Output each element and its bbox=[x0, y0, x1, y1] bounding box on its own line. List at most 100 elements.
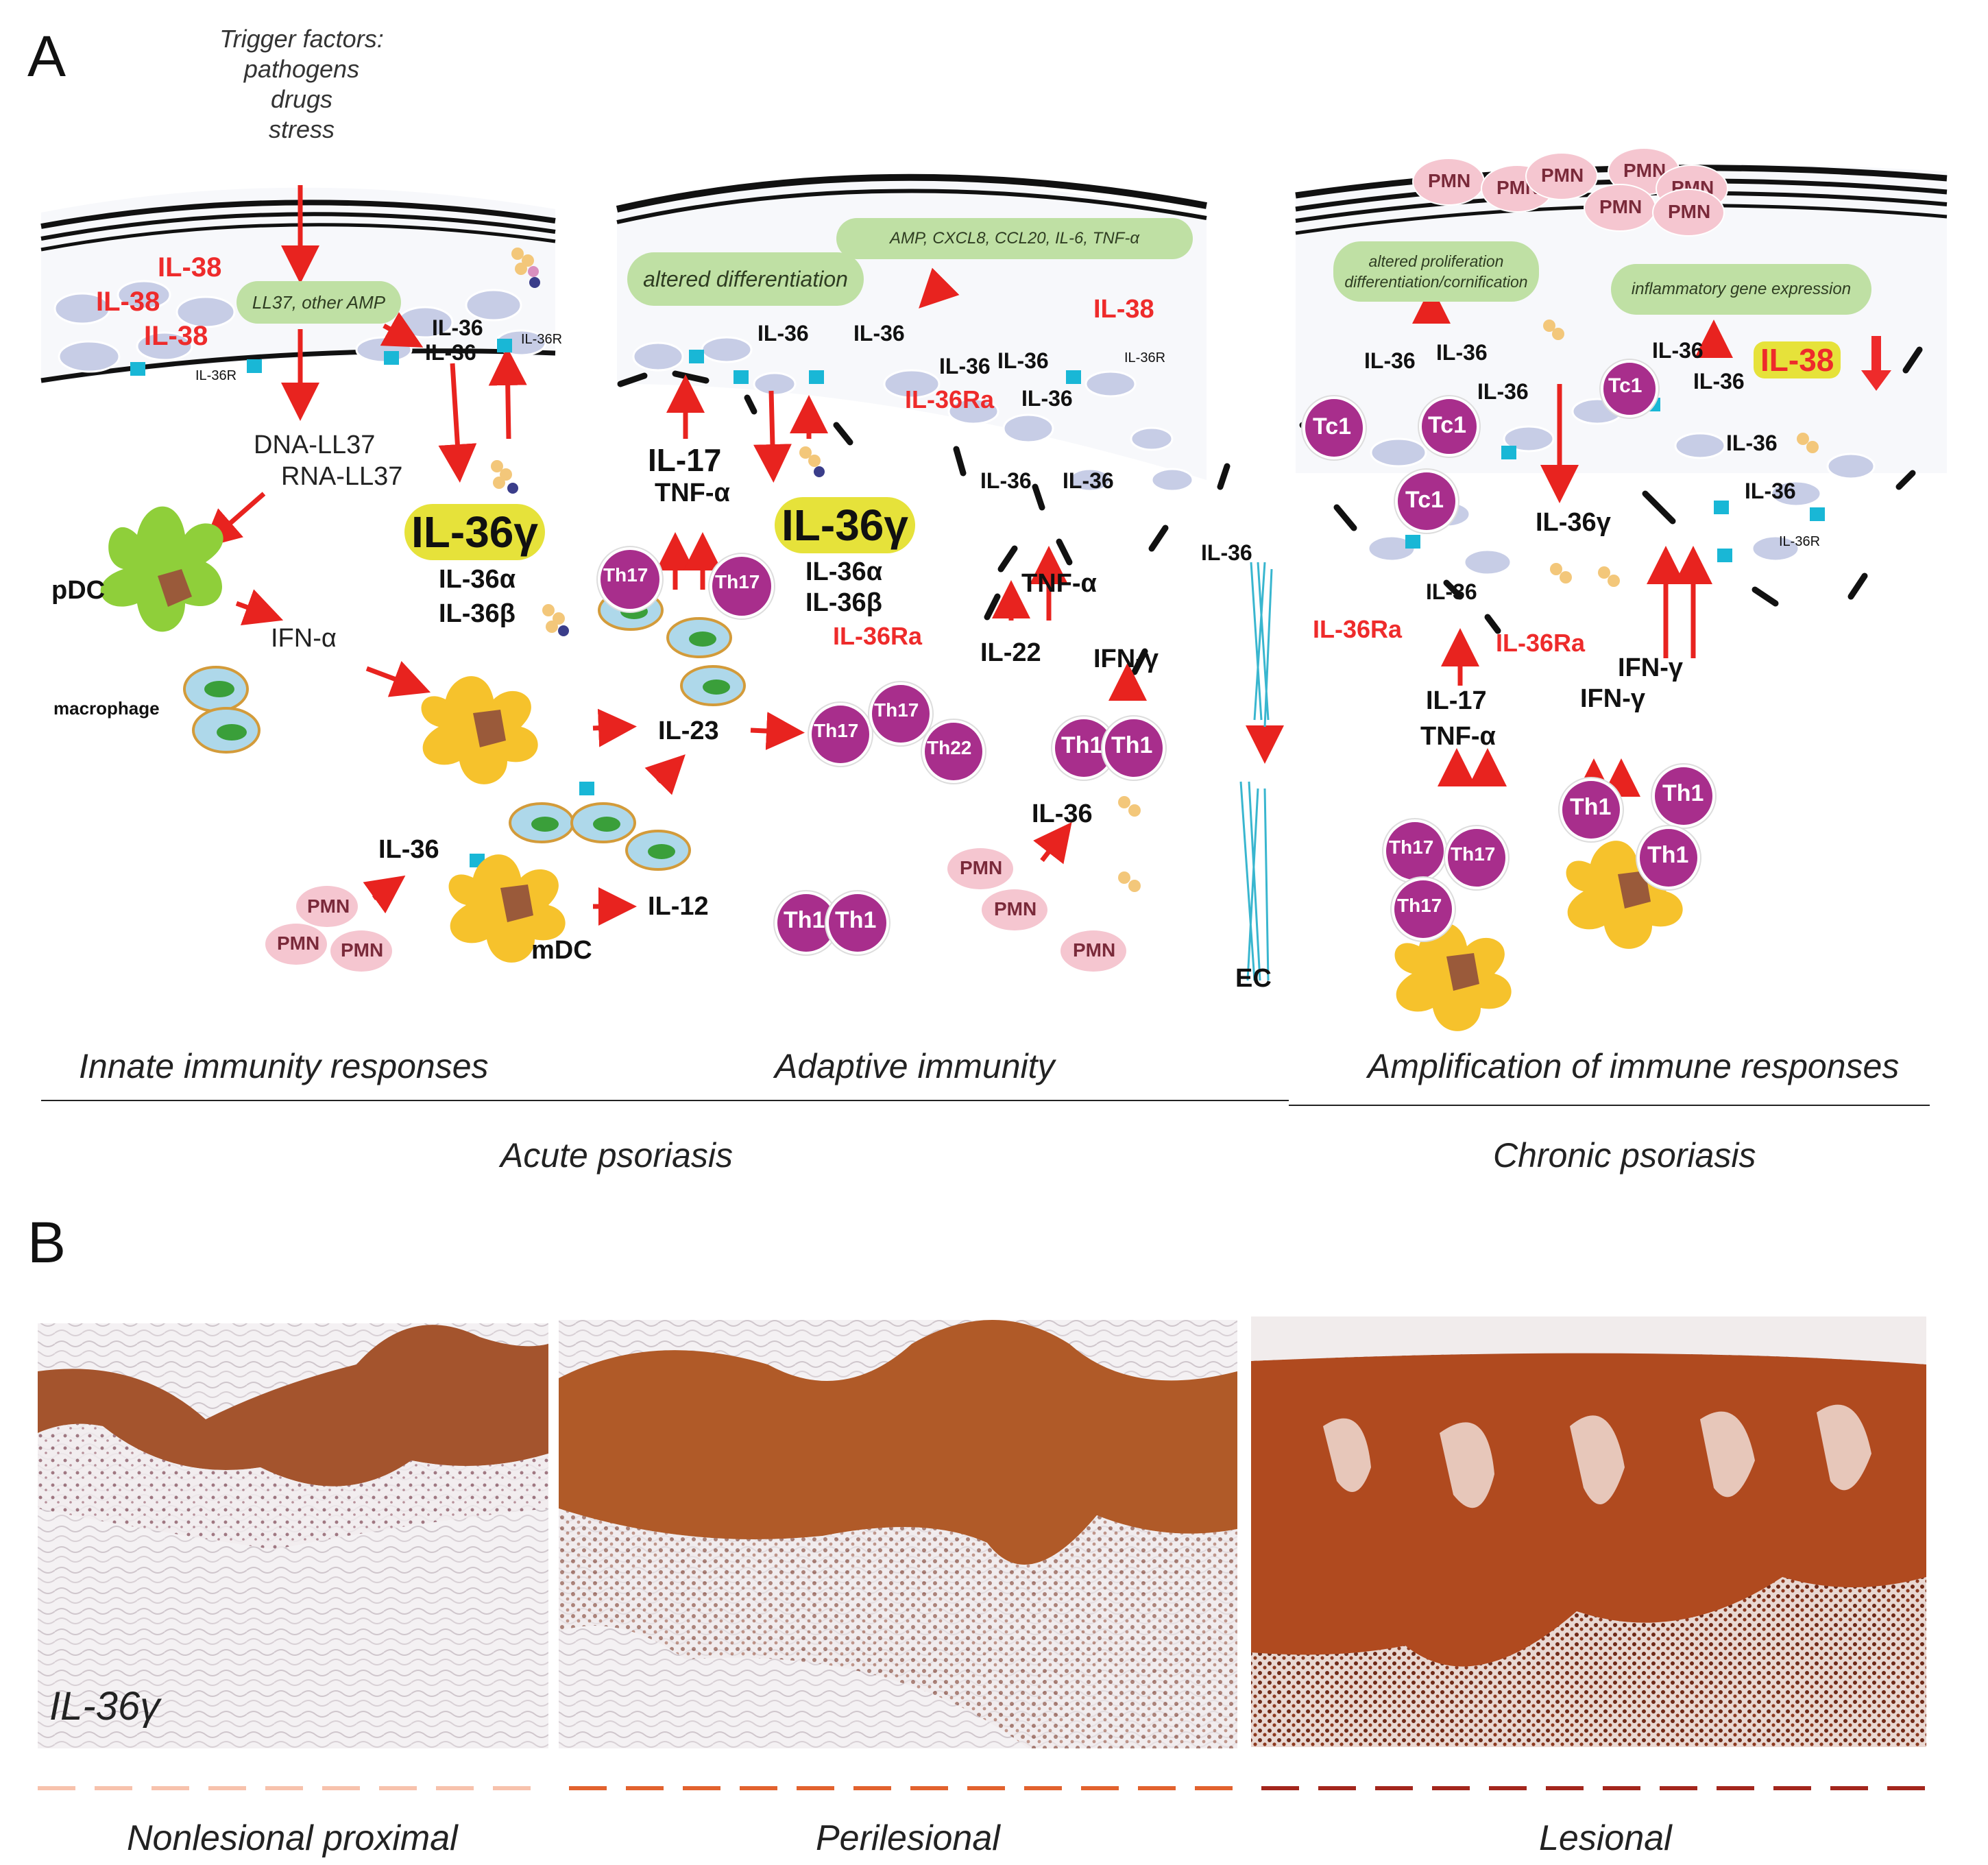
adaptive-il17: IL-17 bbox=[648, 442, 722, 478]
th17-label: Th17 bbox=[814, 720, 859, 741]
pmn-label: PMN bbox=[1623, 160, 1666, 181]
adaptive-il36-1: IL-36 bbox=[757, 321, 809, 346]
sample-perilesional-label: Perilesional bbox=[816, 1818, 1000, 1858]
adaptive-il36-5: IL-36 bbox=[1021, 386, 1073, 411]
mdc-label: mDC bbox=[531, 936, 592, 965]
micrograph-lesional bbox=[1251, 1316, 1926, 1747]
th1-label: Th1 bbox=[1570, 794, 1612, 820]
panel-a-letter: A bbox=[27, 24, 66, 88]
innate-il36-alpha: IL-36α bbox=[439, 565, 516, 594]
amp-cytokines-bubble: AMP, CXCL8, CCL20, IL-6, TNF-α bbox=[836, 218, 1193, 259]
tc1-cell bbox=[1419, 396, 1479, 457]
ec-label: EC bbox=[1235, 964, 1272, 993]
th17-cell bbox=[1445, 826, 1508, 889]
innate-il36-gamma: IL-36γ bbox=[404, 504, 545, 560]
th22-cell bbox=[922, 720, 985, 783]
innate-il36-b: IL-36 bbox=[425, 340, 476, 365]
trigger-factors: Trigger factors: pathogens drugs stress bbox=[219, 24, 384, 145]
adaptive-il36-gamma: IL-36γ bbox=[775, 497, 915, 553]
chronic-il36: IL-36 bbox=[1726, 431, 1778, 455]
micrograph-nonlesional bbox=[38, 1323, 548, 1748]
adaptive-il36ra-1: IL-36Ra bbox=[905, 385, 995, 413]
altered-differentiation-bubble: altered differentiation bbox=[627, 252, 864, 306]
stage-adaptive-label: Adaptive immunity bbox=[775, 1047, 1055, 1085]
adaptive-il36-2: IL-36 bbox=[853, 321, 905, 346]
stain-label: IL-36γ bbox=[49, 1684, 160, 1729]
il38-down-arrow-shaft bbox=[1871, 336, 1881, 370]
pmn-label: PMN bbox=[1668, 201, 1711, 222]
adaptive-il36ra-2: IL-36Ra bbox=[833, 622, 923, 650]
th17-label: Th17 bbox=[715, 571, 760, 592]
th17-cell bbox=[1392, 878, 1455, 941]
innate-il36r-b: IL-36R bbox=[195, 368, 237, 383]
adaptive-il36-7: IL-36 bbox=[1063, 468, 1114, 493]
il38-down-arrow-icon bbox=[1861, 370, 1891, 391]
endothelial-cell bbox=[1239, 562, 1273, 981]
adaptive-tnf-alpha-1: TNF-α bbox=[655, 479, 730, 507]
adaptive-il36r: IL-36R bbox=[1124, 350, 1166, 365]
chronic-il36: IL-36 bbox=[1364, 348, 1416, 373]
ifn-alpha-label: IFN-α bbox=[271, 624, 337, 653]
trigger-title: Trigger factors: bbox=[219, 25, 384, 53]
th1-cell bbox=[1560, 778, 1623, 841]
ll37-amp-bubble: LL37, other AMP bbox=[237, 281, 401, 324]
phase-acute-label: Acute psoriasis bbox=[500, 1136, 734, 1175]
stage-innate-label: Innate immunity responses bbox=[79, 1047, 489, 1085]
cytokine-clusters bbox=[491, 248, 1819, 892]
chronic-ifn-gamma-2: IFN-γ bbox=[1618, 653, 1683, 682]
th17-label: Th17 bbox=[874, 699, 919, 721]
th22-label: Th22 bbox=[927, 737, 972, 758]
ec-il36: IL-36 bbox=[1201, 540, 1252, 565]
adaptive-il36-beta: IL-36β bbox=[805, 588, 882, 617]
pdc-label: pDC bbox=[51, 576, 106, 605]
pmn-label: PMN bbox=[307, 895, 350, 917]
trigger-stress: stress bbox=[268, 115, 335, 143]
sample-nonlesional-label: Nonlesional proximal bbox=[127, 1818, 458, 1858]
th17-cell bbox=[710, 554, 774, 618]
tc1-label: Tc1 bbox=[1313, 413, 1352, 440]
altered-proliferation-line1: altered proliferation bbox=[1368, 252, 1504, 270]
th17-label: Th17 bbox=[1389, 837, 1434, 858]
adaptive-il36-6: IL-36 bbox=[980, 468, 1032, 493]
innate-il38-1: IL-38 bbox=[158, 252, 222, 282]
chronic-il36: IL-36 bbox=[1652, 338, 1704, 363]
adaptive-il36-4: IL-36 bbox=[997, 348, 1049, 373]
chronic-tnf-alpha: TNF-α bbox=[1420, 722, 1496, 751]
tc1-label: Tc1 bbox=[1428, 412, 1467, 438]
innate-il38-2: IL-38 bbox=[96, 287, 160, 317]
tc1-cell bbox=[1601, 360, 1658, 418]
chronic-il36: IL-36 bbox=[1477, 379, 1529, 404]
adaptive-ifn-gamma: IFN-γ bbox=[1093, 645, 1159, 673]
adaptive-il36-pmn: IL-36 bbox=[1032, 799, 1093, 828]
chronic-il36: IL-36 bbox=[1745, 479, 1796, 503]
chronic-il36ra-2: IL-36Ra bbox=[1496, 629, 1586, 657]
innate-il36-beta: IL-36β bbox=[439, 599, 516, 628]
tc1-cell bbox=[1302, 396, 1366, 459]
th17-label: Th17 bbox=[603, 564, 648, 586]
th1-cell bbox=[1102, 717, 1165, 780]
tc1-cell bbox=[1395, 470, 1458, 533]
pmn-label: PMN bbox=[341, 939, 384, 961]
trigger-pathogens: pathogens bbox=[243, 55, 360, 83]
macrophage-cell bbox=[183, 666, 260, 754]
pmn-cell bbox=[980, 888, 1049, 932]
th1-cell bbox=[1637, 826, 1700, 889]
pdc-cell bbox=[100, 506, 223, 632]
th1-label: Th1 bbox=[1662, 780, 1704, 806]
dna-ll37: DNA-LL37 bbox=[254, 431, 376, 459]
chronic-il38: IL-38 bbox=[1754, 341, 1841, 378]
adaptive-tnf-alpha-2: TNF-α bbox=[1021, 569, 1097, 598]
chronic-il36: IL-36 bbox=[1426, 579, 1477, 604]
pmn-cell bbox=[1412, 158, 1485, 206]
th1-label: Th1 bbox=[1111, 732, 1153, 758]
th1-label: Th1 bbox=[835, 907, 877, 933]
adaptive-il36-alpha: IL-36α bbox=[805, 557, 883, 586]
rna-ll37: RNA-LL37 bbox=[281, 462, 403, 491]
stage-amplification-label: Amplification of immune responses bbox=[1368, 1047, 1900, 1085]
tc1-label: Tc1 bbox=[1405, 487, 1444, 513]
macrophage-label: macrophage bbox=[53, 698, 160, 719]
chronic-il17: IL-17 bbox=[1426, 686, 1487, 715]
pmn-label: PMN bbox=[1599, 196, 1642, 217]
chronic-il36: IL-36 bbox=[1693, 369, 1745, 394]
